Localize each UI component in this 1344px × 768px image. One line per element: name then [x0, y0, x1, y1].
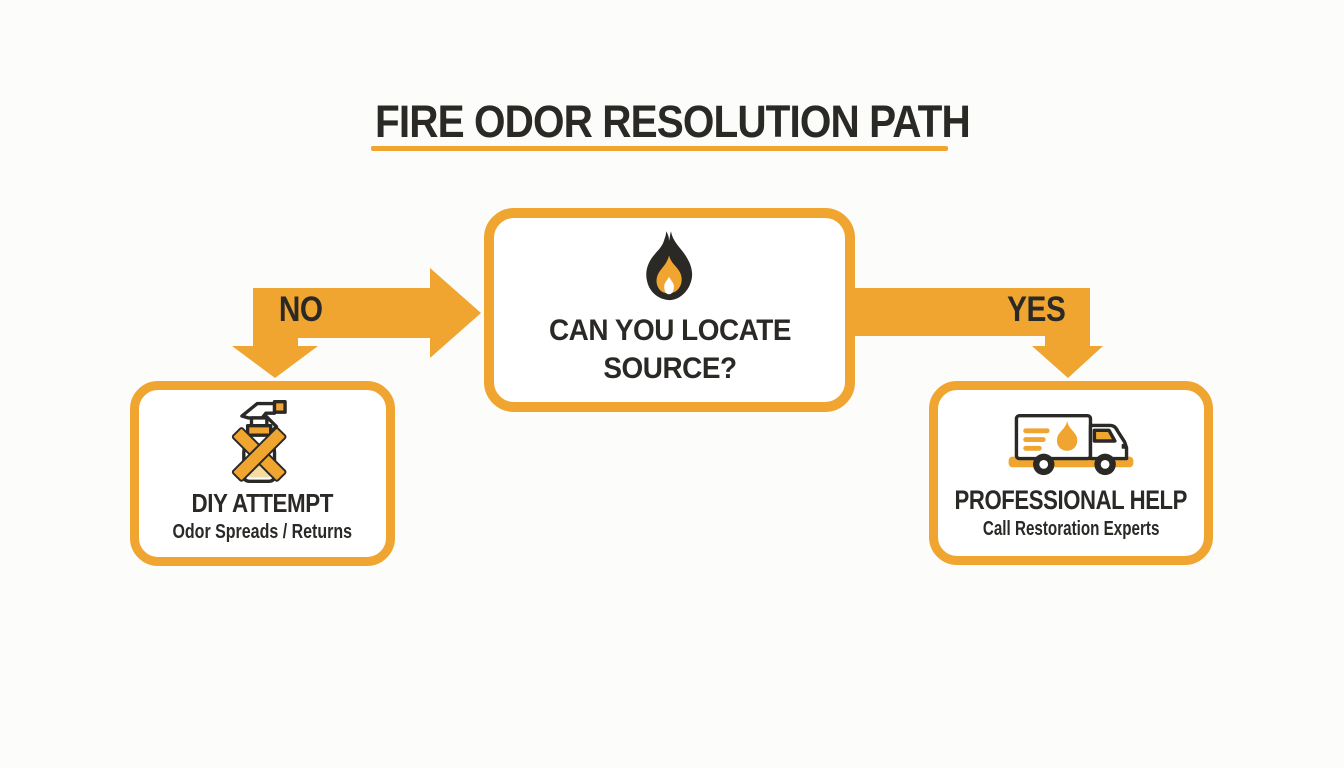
- yes-branch-arrow: [853, 288, 1103, 378]
- flame-icon: [645, 231, 692, 301]
- arrowhead-right-icon: [430, 268, 481, 358]
- diy-card-subtitle: Odor Spreads / Returns: [172, 521, 353, 543]
- decision-box: CAN YOU LOCATE SOURCE?: [484, 208, 855, 412]
- cab-detail: [1121, 443, 1127, 449]
- professional-help-card: PROFESSIONAL HELP Call Restoration Exper…: [929, 381, 1213, 565]
- yes-branch-label: YES: [1006, 290, 1066, 329]
- professional-card-title: PROFESSIONAL HELP: [954, 485, 1188, 515]
- arrowhead-down-icon: [1032, 346, 1103, 378]
- cross-x-icon: [231, 427, 286, 482]
- diy-card-title: DIY ATTEMPT: [191, 488, 334, 518]
- page-title: FIRE ODOR RESOLUTION PATH: [0, 96, 1344, 148]
- decision-question: CAN YOU LOCATE SOURCE?: [548, 314, 791, 385]
- professional-card-subtitle: Call Restoration Experts: [982, 518, 1160, 540]
- crossed-out-spray-bottle-icon: [231, 399, 287, 483]
- nozzle-tip: [272, 399, 287, 414]
- arrowhead-down-icon: [232, 346, 318, 378]
- no-branch-label: NO: [279, 290, 323, 329]
- no-branch-arrow: [232, 268, 481, 378]
- fire-restoration-truck-icon: [1008, 413, 1134, 476]
- diy-attempt-card: DIY ATTEMPT Odor Spreads / Returns: [130, 381, 395, 566]
- speed-lines: [1023, 428, 1050, 451]
- cab-window: [1092, 428, 1117, 443]
- truck-flame-icon: [1056, 420, 1078, 451]
- title-underline: [371, 146, 948, 151]
- wheels: [1033, 453, 1116, 476]
- page-title-text: FIRE ODOR RESOLUTION PATH: [374, 96, 971, 147]
